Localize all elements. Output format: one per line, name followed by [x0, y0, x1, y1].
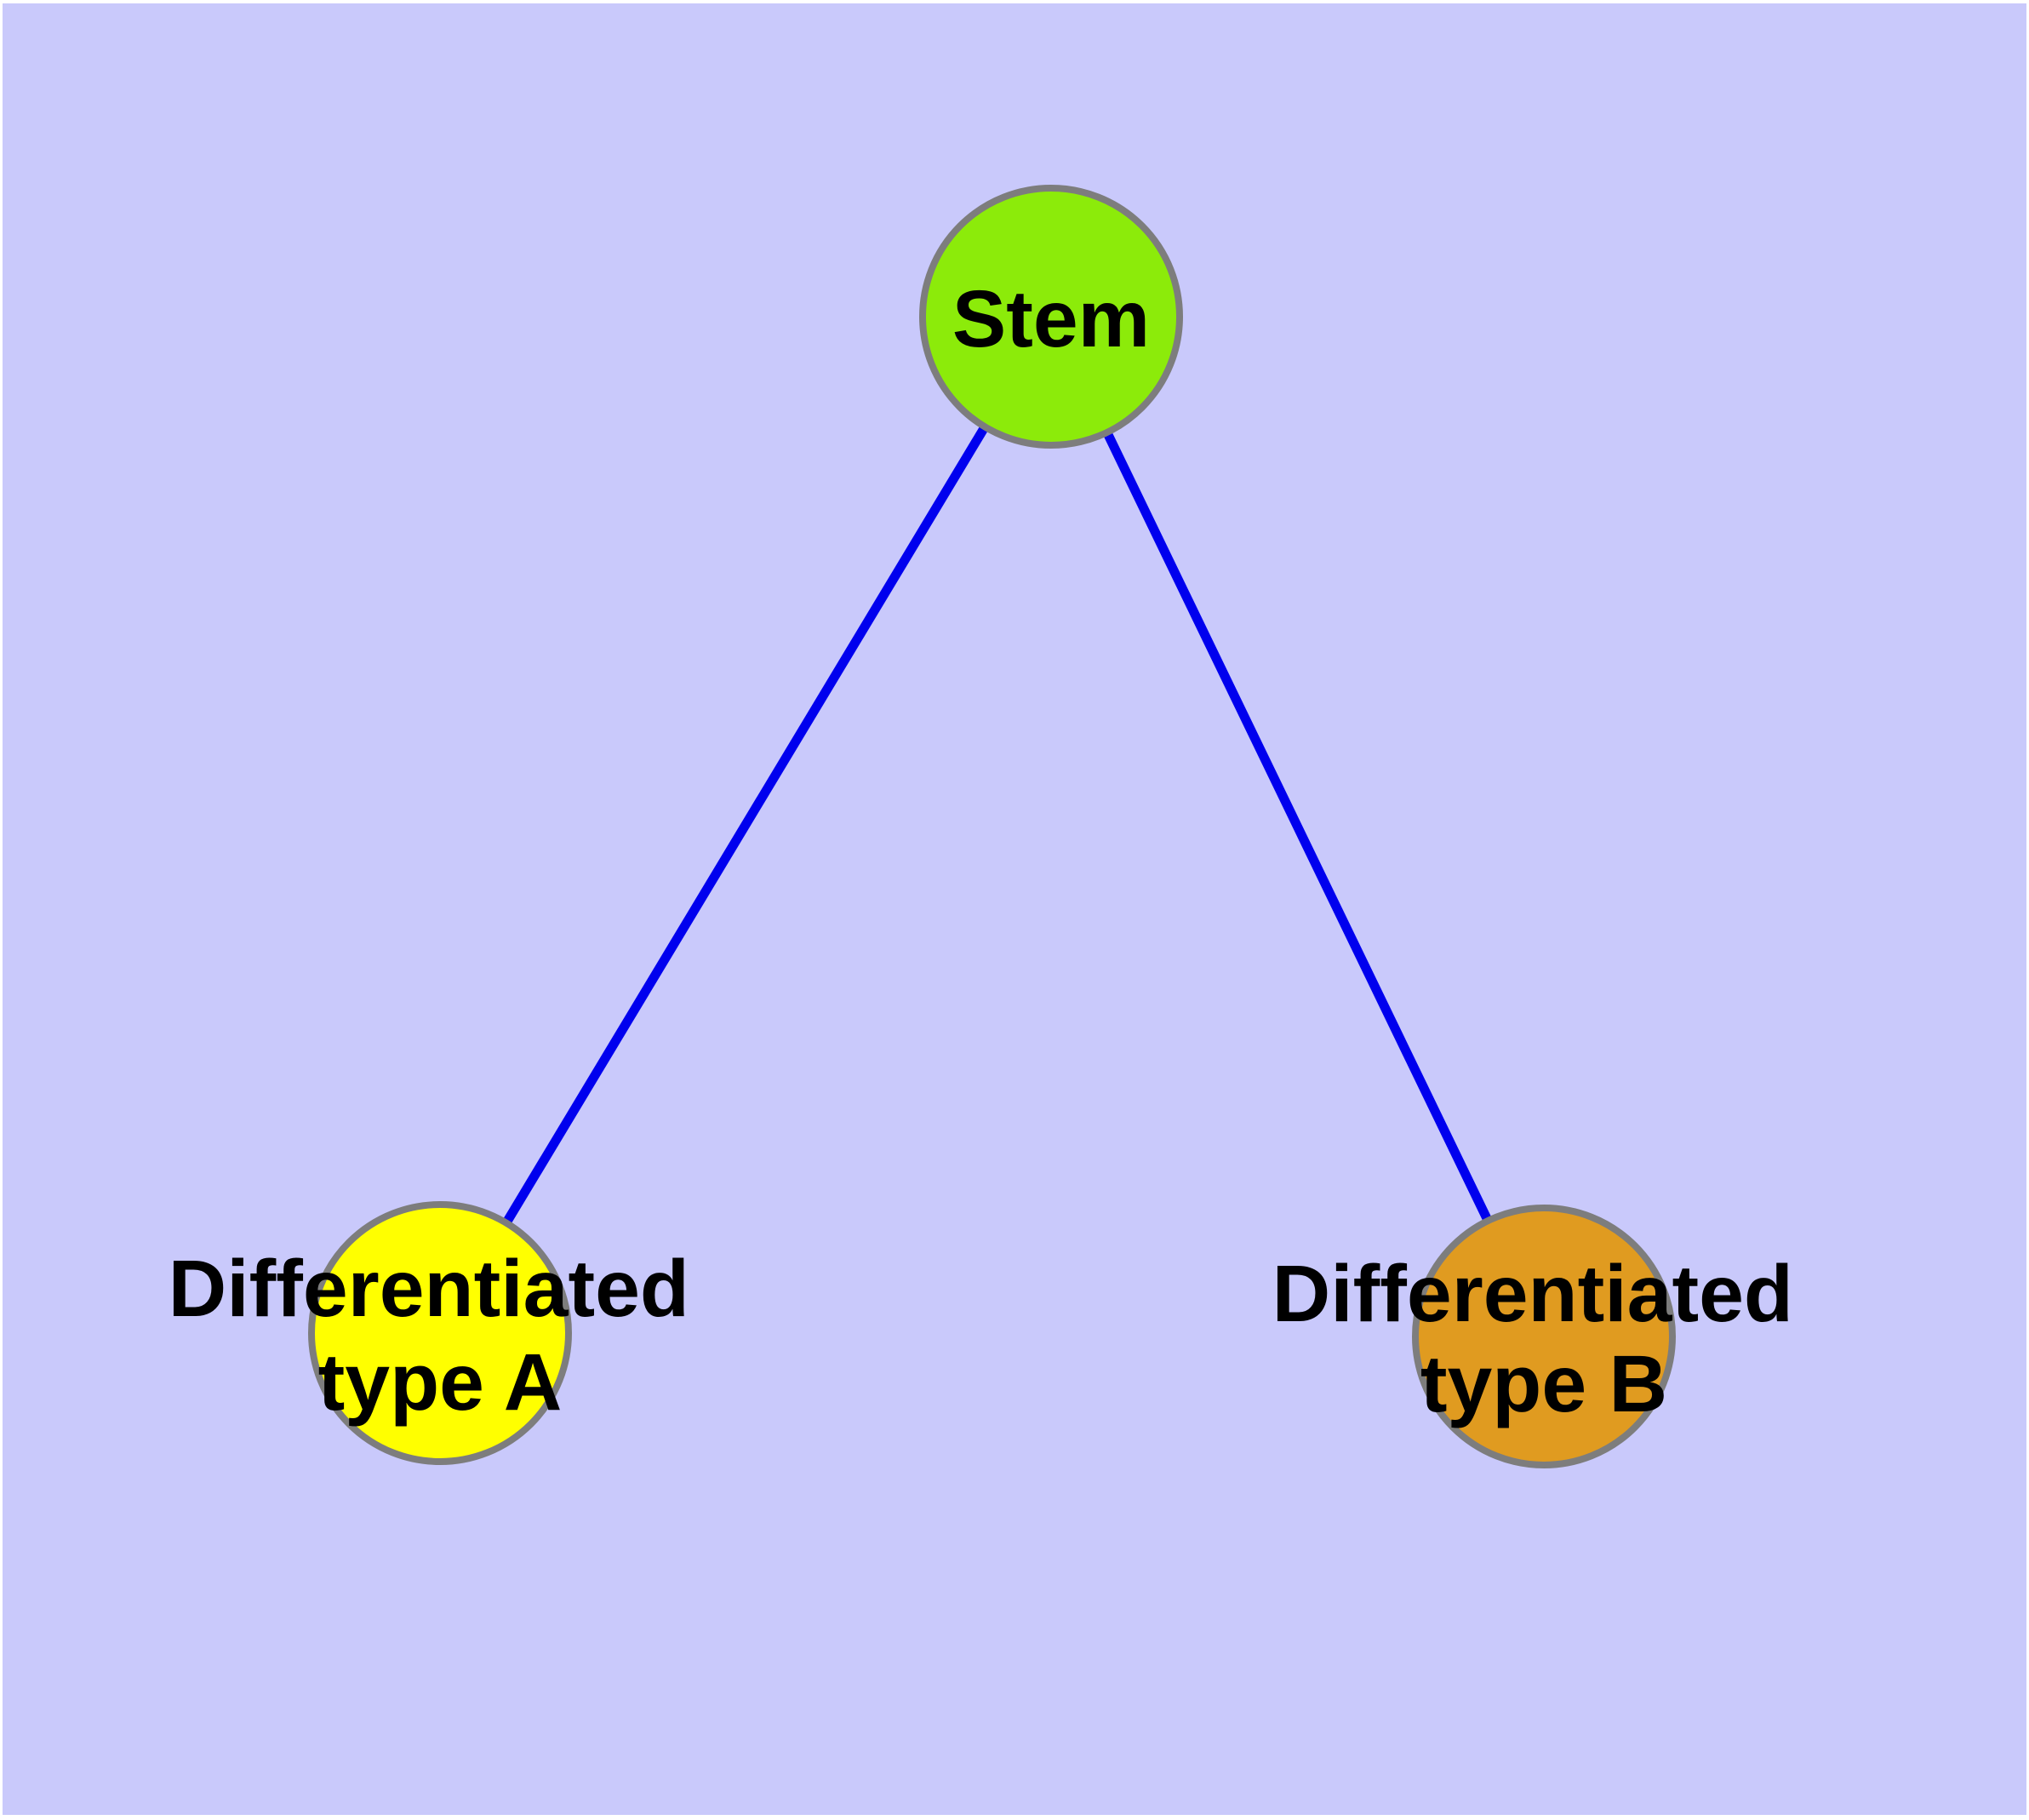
- node-type-a-label-line2: type A: [318, 1337, 563, 1428]
- node-type-a-circle: [308, 1201, 572, 1465]
- node-stem-circle: [919, 185, 1183, 449]
- node-type-b-label-line2: type B: [1420, 1339, 1667, 1429]
- node-type-a-label: Differentiated type A: [169, 1244, 712, 1428]
- edge-stem-to-type-b: [1047, 314, 1548, 1339]
- edge-stem-to-type-a: [436, 314, 1055, 1336]
- node-type-b-label-line1: Differentiated: [1272, 1249, 1793, 1339]
- node-type-b-circle: [1412, 1205, 1676, 1468]
- node-type-b-label: Differentiated type B: [1272, 1249, 1816, 1429]
- node-stem-label: Stem: [952, 274, 1150, 364]
- node-type-a-label-line1: Differentiated: [169, 1244, 689, 1334]
